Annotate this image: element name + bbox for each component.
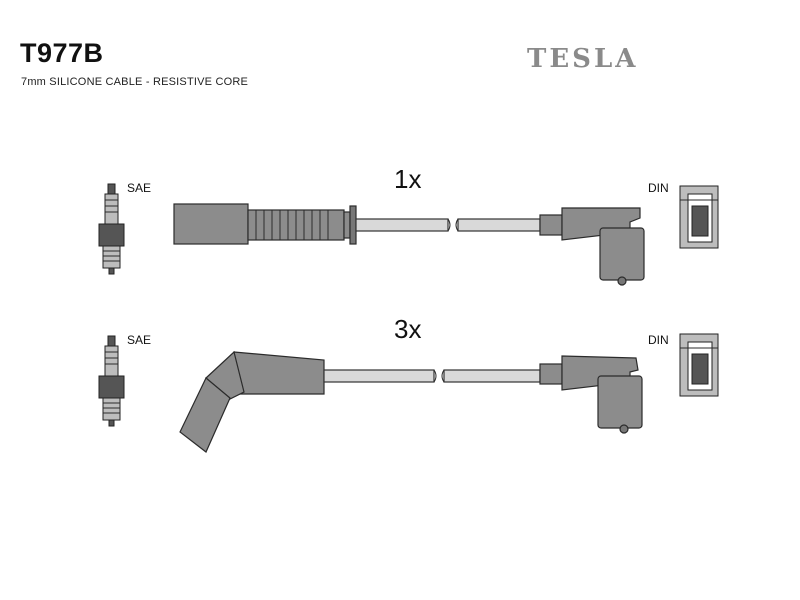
ignition-lead-1: [98, 183, 719, 286]
spark-boot-straight-1: [173, 203, 357, 245]
spark-plug-type-label-2: SAE: [127, 333, 152, 347]
spark-plug-type-label-1: SAE: [127, 181, 152, 195]
quantity-label-2: 3x: [394, 314, 422, 344]
brand-logo: TESLA: [527, 44, 639, 74]
coil-boot-right-angle-1: [539, 207, 645, 286]
coil-type-label-2: DIN: [648, 333, 669, 347]
cable-1: [355, 218, 541, 232]
din-connector-icon-1: [679, 185, 719, 249]
din-connector-icon-2: [679, 333, 719, 397]
spark-plug-sae-icon-2: [98, 335, 125, 427]
spark-plug-sae-icon-1: [98, 183, 125, 275]
coil-boot-right-angle-2: [539, 355, 643, 434]
coil-type-label-1: DIN: [648, 181, 669, 195]
quantity-label-1: 1x: [394, 164, 422, 194]
spark-boot-angled-2: [179, 350, 325, 453]
cable-description: 7mm SILICONE CABLE - RESISTIVE CORE: [21, 76, 249, 88]
cable-2: [323, 369, 541, 383]
part-number-title: T977B: [20, 38, 104, 68]
ignition-lead-2: [98, 333, 719, 453]
